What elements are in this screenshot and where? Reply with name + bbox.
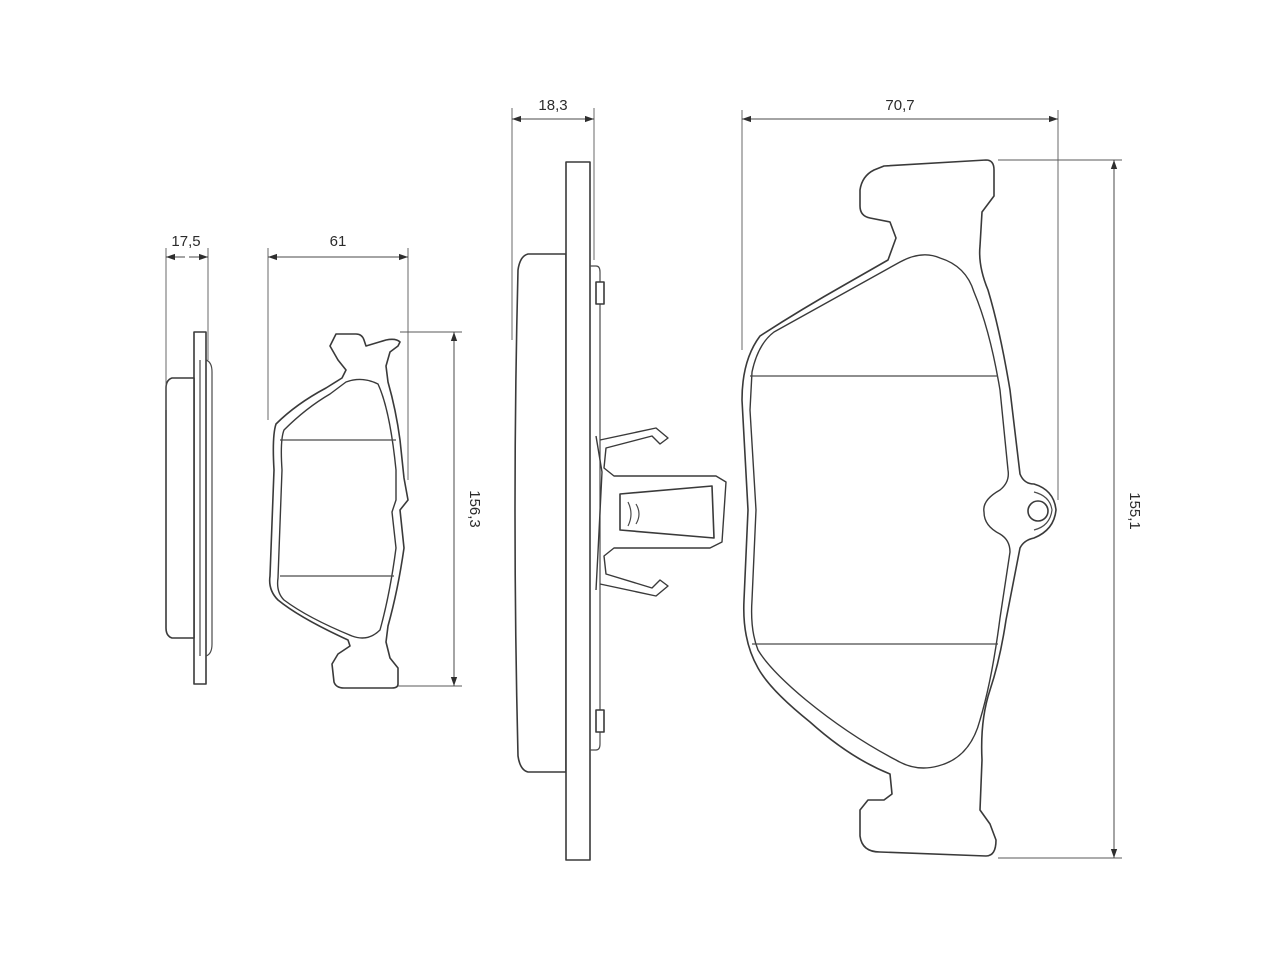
small-pad-front-view [268, 333, 409, 689]
dimension-label-18-3: 18,3 [538, 97, 567, 114]
dimension-label-70-7: 70,7 [885, 97, 914, 114]
large-pad-side-view [514, 161, 605, 861]
dimension-width-large: 70,7 [741, 97, 1059, 500]
dimension-label-155-1: 155,1 [1126, 492, 1143, 530]
dimension-width-small: 61 [267, 233, 409, 480]
dimension-label-156-3: 156,3 [466, 490, 483, 528]
dimension-height-large: 155,1 [998, 159, 1143, 859]
dimension-side-thickness-small: 17,5 [165, 233, 209, 410]
dimension-height-small: 156,3 [398, 331, 483, 687]
dimension-side-thickness-large: 18,3 [511, 97, 595, 340]
anti-rattle-spring-clip [595, 427, 727, 597]
small-pad-side-view [165, 331, 213, 685]
large-pad-front-view [741, 159, 1057, 857]
dimension-label-61: 61 [330, 233, 347, 250]
dimension-label-17-5: 17,5 [171, 233, 200, 250]
